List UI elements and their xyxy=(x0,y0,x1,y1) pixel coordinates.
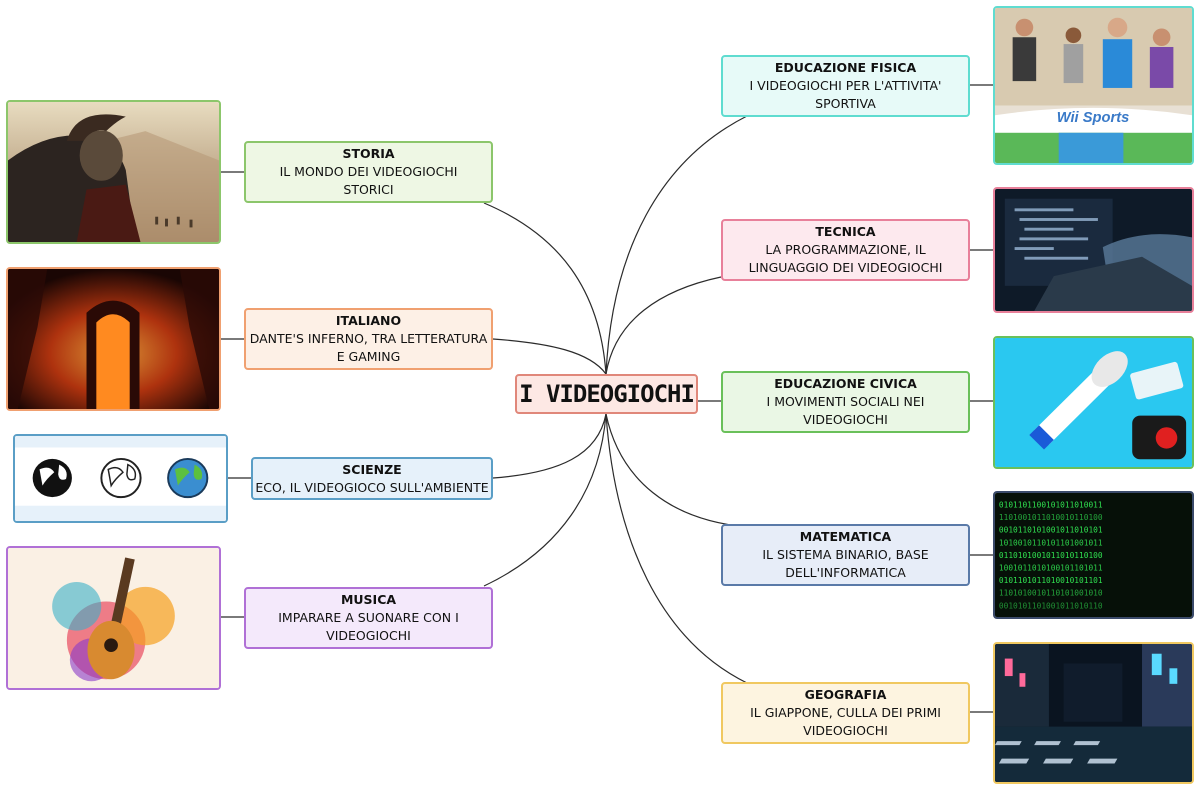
branch-text: LA PROGRAMMAZIONE, IL xyxy=(765,242,926,257)
branch-title: ITALIANO xyxy=(335,313,402,328)
branch-title: GEOGRAFIA xyxy=(804,687,887,702)
branch-storia[interactable]: STORIA IL MONDO DEI VIDEOGIOCHI STORICI xyxy=(244,141,493,203)
branch-text: DANTE'S INFERNO, TRA LETTERATURA xyxy=(249,331,488,346)
svg-text:0010101101001011010110: 0010101101001011010110 xyxy=(999,601,1103,610)
branch-tecnica[interactable]: TECNICA LA PROGRAMMAZIONE, IL LINGUAGGIO… xyxy=(721,219,970,281)
branch-musica[interactable]: MUSICA IMPARARE A SUONARE CON I VIDEOGIO… xyxy=(244,587,493,649)
branch-text: IL MONDO DEI VIDEOGIOCHI xyxy=(279,164,458,179)
tokyo-street-icon xyxy=(993,642,1194,784)
spartan-warrior-icon xyxy=(6,100,221,244)
svg-text:1001011010100101101011: 1001011010100101101011 xyxy=(999,564,1103,573)
svg-text:1101010010110101001010: 1101010010110101001010 xyxy=(999,589,1103,598)
branch-title: EDUCAZIONE CIVICA xyxy=(774,376,917,391)
branch-title: EDUCAZIONE FISICA xyxy=(774,60,917,75)
wii-sports-icon: Wii Sports xyxy=(993,6,1194,165)
svg-text:0010110101001011010101: 0010110101001011010101 xyxy=(999,526,1103,535)
branch-title: SCIENZE xyxy=(342,461,402,477)
branch-title: TECNICA xyxy=(815,224,876,239)
branch-text: I MOVIMENTI SOCIALI NEI xyxy=(766,394,925,409)
branch-educazione-civica[interactable]: EDUCAZIONE CIVICA I MOVIMENTI SOCIALI NE… xyxy=(721,371,970,433)
branch-text: IL GIAPPONE, CULLA DEI PRIMI xyxy=(750,705,941,720)
central-topic[interactable]: I VIDEOGIOCHI xyxy=(515,374,698,414)
branch-italiano[interactable]: ITALIANO DANTE'S INFERNO, TRA LETTERATUR… xyxy=(244,308,493,370)
branch-text: IL SISTEMA BINARIO, BASE xyxy=(762,547,929,562)
svg-text:1010010110101101001011: 1010010110101101001011 xyxy=(999,538,1103,547)
branch-text: STORICI xyxy=(343,182,394,197)
wii-sports-logo: Wii Sports xyxy=(1057,110,1130,126)
branch-geografia[interactable]: GEOGRAFIA IL GIAPPONE, CULLA DEI PRIMI V… xyxy=(721,682,970,744)
svg-text:0101101011010010101101: 0101101011010010101101 xyxy=(999,576,1103,585)
branch-title: STORIA xyxy=(342,146,395,161)
branch-text: LINGUAGGIO DEI VIDEOGIOCHI xyxy=(748,260,943,275)
branch-text: IMPARARE A SUONARE CON I xyxy=(278,610,459,625)
branch-scienze[interactable]: SCIENZE ECO, IL VIDEOGIOCO SULL'AMBIENTE xyxy=(251,457,493,500)
svg-text:0110101001011010110100: 0110101001011010110100 xyxy=(999,551,1103,560)
branch-text: SPORTIVA xyxy=(815,96,876,111)
branch-text: ECO, IL VIDEOGIOCO SULL'AMBIENTE xyxy=(255,479,489,495)
branch-text: VIDEOGIOCHI xyxy=(803,723,888,738)
branch-text: E GAMING xyxy=(336,349,401,364)
branch-matematica[interactable]: MATEMATICA IL SISTEMA BINARIO, BASE DELL… xyxy=(721,524,970,586)
coding-laptop-icon xyxy=(993,187,1194,313)
branch-text: I VIDEOGIOCHI PER L'ATTIVITA' xyxy=(749,78,942,93)
branch-text: VIDEOGIOCHI xyxy=(803,412,888,427)
branch-text: VIDEOGIOCHI xyxy=(326,628,411,643)
megaphone-icon xyxy=(993,336,1194,469)
binary-code-icon: 0101101100101011010011 11010010110100101… xyxy=(993,491,1194,619)
branch-title: MATEMATICA xyxy=(799,529,892,544)
branch-educazione-fisica[interactable]: EDUCAZIONE FISICA I VIDEOGIOCHI PER L'AT… xyxy=(721,55,970,117)
branch-title: MUSICA xyxy=(340,592,397,607)
globe-icons xyxy=(13,434,228,523)
colorful-guitar-icon xyxy=(6,546,221,690)
branch-text: DELL'INFORMATICA xyxy=(785,565,906,580)
inferno-gate-icon xyxy=(6,267,221,411)
svg-text:1101001011010010110100: 1101001011010010110100 xyxy=(999,513,1103,522)
svg-text:0101101100101011010011: 0101101100101011010011 xyxy=(999,501,1103,510)
